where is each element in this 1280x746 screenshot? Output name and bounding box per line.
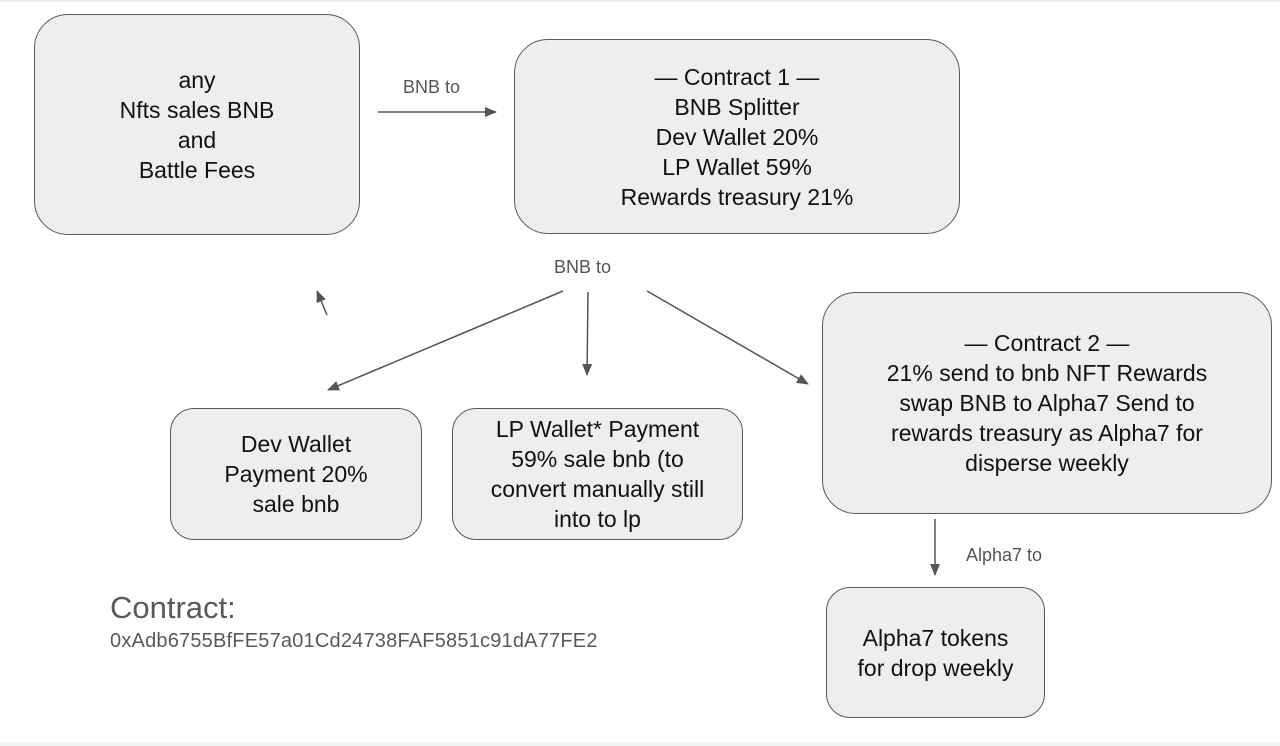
bottom-divider xyxy=(0,742,1280,746)
alpha7-tokens-node: Alpha7 tokens for drop weekly xyxy=(826,587,1045,718)
node-text-line: BNB Splitter xyxy=(674,93,800,120)
edge-label-source-to-contract1: BNB to xyxy=(403,77,461,97)
node-text-line: 59% sale bnb (to xyxy=(511,446,684,472)
node-text-line: rewards treasury as Alpha7 for xyxy=(891,420,1203,446)
node-text-line: LP Wallet 59% xyxy=(662,153,812,180)
node-text-line: convert manually still xyxy=(490,476,705,502)
node-text-line: into to lp xyxy=(554,506,641,532)
node-text-line: Dev Wallet xyxy=(240,431,352,457)
node-text-line: for drop weekly xyxy=(857,654,1014,681)
contract-address: 0xAdb6755BfFE57a01Cd24738FAF5851c91dA77F… xyxy=(110,630,598,652)
edge-contract1-to-dev-wallet xyxy=(327,290,564,391)
node-text-line: — Contract 1 — xyxy=(654,63,820,90)
node-text-line: any xyxy=(178,66,216,93)
node-text-line: Nfts sales BNB xyxy=(119,96,275,123)
edge-return-to-source xyxy=(316,290,328,316)
edge-contract1-to-lp-wallet xyxy=(582,291,593,376)
node-text-line: sale bnb xyxy=(252,491,340,517)
node-text-line: — Contract 2 — xyxy=(964,330,1130,356)
contract2-node: — Contract 2 — 21% send to bnb NFT Reward… xyxy=(822,292,1272,514)
node-text-line: Rewards treasury 21% xyxy=(620,183,854,210)
node-text-line: and xyxy=(177,126,217,153)
contract-heading: Contract: xyxy=(110,590,236,625)
node-text-line: Payment 20% xyxy=(224,461,368,487)
edge-label-contract1-split: BNB to xyxy=(554,257,612,277)
node-text-line: Dev Wallet 20% xyxy=(655,123,819,150)
top-divider xyxy=(0,0,1280,2)
node-text-line: swap BNB to Alpha7 Send to xyxy=(899,390,1195,416)
edge-label-contract2-to-tokens: Alpha7 to xyxy=(966,545,1043,565)
edge-contract1-to-contract2 xyxy=(646,290,809,385)
node-text-line: Battle Fees xyxy=(138,156,256,183)
node-text-line: 21% send to bnb NFT Rewards xyxy=(886,360,1208,386)
node-text-line: LP Wallet* Payment xyxy=(495,416,700,442)
node-text-line: disperse weekly xyxy=(965,450,1129,476)
lp-wallet-node: LP Wallet* Payment 59% sale bnb (to conver… xyxy=(452,408,743,540)
node-text-line: Alpha7 tokens xyxy=(862,624,1009,651)
